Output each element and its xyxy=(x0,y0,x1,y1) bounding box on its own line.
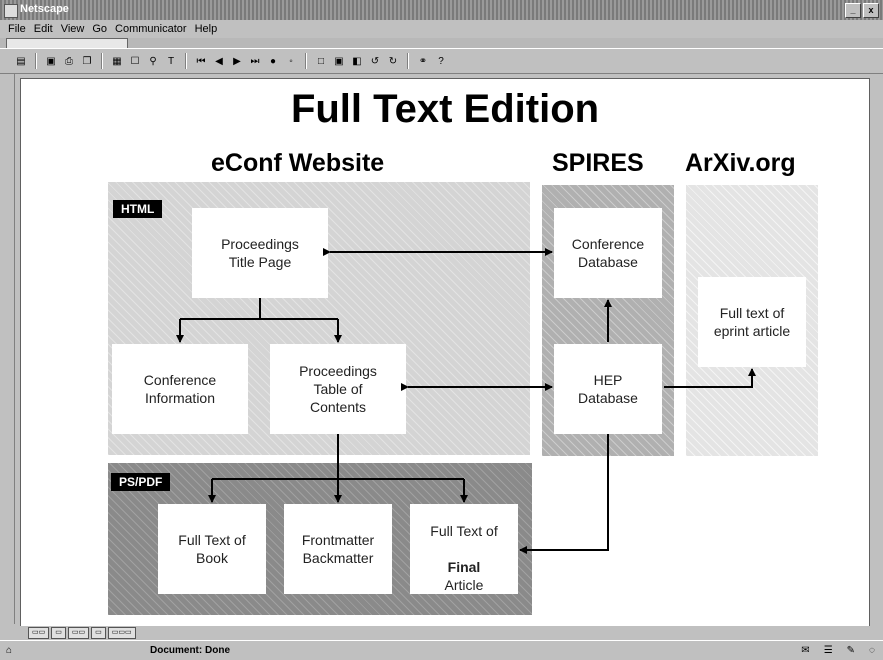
text-icon[interactable]: T xyxy=(167,55,175,67)
menu-go[interactable]: Go xyxy=(92,23,108,35)
title-bar: Netscape _ x xyxy=(0,0,883,20)
html-tag: HTML xyxy=(113,200,163,218)
prev-page-icon[interactable]: ◀ xyxy=(215,55,223,67)
menu-communicator[interactable]: Communicator xyxy=(115,23,187,35)
rotate-left-icon[interactable]: ↺ xyxy=(370,55,380,67)
window-title: Netscape xyxy=(20,3,69,15)
find-icon[interactable]: ⚭ xyxy=(418,55,428,67)
arrow-hep-to-eprint xyxy=(664,368,756,388)
eprint-article-box: Full text of eprint article xyxy=(698,277,806,367)
next-page-icon[interactable]: ▶ xyxy=(233,55,241,67)
fit-width-icon[interactable]: ◧ xyxy=(352,55,362,67)
forward-icon[interactable]: ◦ xyxy=(289,55,293,67)
arrow-hep-to-final xyxy=(519,434,609,554)
netscape-icon[interactable] xyxy=(4,4,18,18)
fit-page-icon[interactable]: ▣ xyxy=(334,55,344,67)
minimize-button[interactable]: _ xyxy=(845,3,861,18)
conference-database-box: Conference Database xyxy=(554,208,662,298)
last-page-icon[interactable]: ⏭ xyxy=(250,55,260,67)
status-message: Document: Done xyxy=(150,645,230,656)
pspdf-tag: PS/PDF xyxy=(111,473,171,491)
slide-title: Full Text Edition xyxy=(290,87,600,131)
page-icon[interactable]: ▤ xyxy=(16,55,26,67)
menu-file[interactable]: File xyxy=(8,23,26,35)
copy-icon[interactable]: ❐ xyxy=(82,55,92,67)
composer-icon[interactable]: ✎ xyxy=(846,645,856,656)
proceedings-title-page-box: Proceedings Title Page xyxy=(192,208,328,298)
help-icon[interactable]: ? xyxy=(438,55,444,67)
tab-strip xyxy=(0,38,883,49)
back-icon[interactable]: ● xyxy=(269,55,277,67)
menu-view[interactable]: View xyxy=(60,23,85,35)
active-tab[interactable] xyxy=(6,38,128,49)
spires-heading: SPIRES xyxy=(552,149,644,177)
save-icon[interactable]: ▣ xyxy=(46,55,56,67)
menu-edit[interactable]: Edit xyxy=(33,23,53,35)
toolbar: ▤ ▣ ⎙ ❐ ▦ ☐ ⚲ T ⏮ ◀ ▶ ⏭ ● ◦ □ ▣ ◧ ↺ ↻ ⚭ … xyxy=(0,48,883,74)
proceedings-toc-box: Proceedings Table of Contents xyxy=(270,344,406,434)
page-tabs: ▭▭ ▭ ▭▭ ▭ ▭▭▭ xyxy=(14,626,883,640)
left-gutter xyxy=(0,74,15,624)
discussion-icon[interactable]: ☰ xyxy=(823,645,833,656)
hep-database-box: HEP Database xyxy=(554,344,662,434)
menu-help[interactable]: Help xyxy=(194,23,218,35)
page-tab-4[interactable]: ▭ xyxy=(91,627,106,639)
status-bar: ⌂ Document: Done ✉ ☰ ✎ ◌ xyxy=(0,640,883,660)
online-icon[interactable]: ◌ xyxy=(869,645,875,656)
final-article-word: Article xyxy=(444,577,484,593)
mail-icon[interactable]: ✉ xyxy=(801,645,810,656)
zoom-icon[interactable]: ⚲ xyxy=(149,55,157,67)
final-article-box: Full Text of Final Article xyxy=(410,504,518,594)
frontmatter-backmatter-box: Frontmatter Backmatter xyxy=(284,504,392,594)
page-tab-5[interactable]: ▭▭▭ xyxy=(107,627,136,639)
conference-information-box: Conference Information xyxy=(112,344,248,434)
full-text-book-box: Full Text of Book xyxy=(158,504,266,594)
image-icon[interactable]: ▦ xyxy=(112,55,122,67)
page-tab-2[interactable]: ▭ xyxy=(51,627,66,639)
connector-lines xyxy=(176,248,756,554)
rotate-right-icon[interactable]: ↻ xyxy=(388,55,398,67)
security-icon[interactable]: ⌂ xyxy=(6,645,13,656)
arrow-title-to-children xyxy=(180,298,261,320)
page-tab-1[interactable]: ▭▭ xyxy=(28,627,50,639)
menu-bar: File Edit View Go Communicator Help xyxy=(0,20,883,38)
econf-heading: eConf Website xyxy=(211,149,385,177)
print-icon[interactable]: ⎙ xyxy=(65,55,73,67)
document-canvas: Full Text Edition eConf Website SPIRES A… xyxy=(20,78,870,628)
page-tab-3[interactable]: ▭▭ xyxy=(67,627,90,639)
final-article-bold: Final xyxy=(447,559,481,575)
single-page-icon[interactable]: □ xyxy=(317,55,325,67)
close-button[interactable]: x xyxy=(863,3,879,18)
search-icon[interactable]: ☐ xyxy=(130,55,140,67)
arxiv-heading: ArXiv.org xyxy=(685,149,796,177)
final-article-line1: Full Text of xyxy=(430,523,498,539)
first-page-icon[interactable]: ⏮ xyxy=(196,55,206,67)
